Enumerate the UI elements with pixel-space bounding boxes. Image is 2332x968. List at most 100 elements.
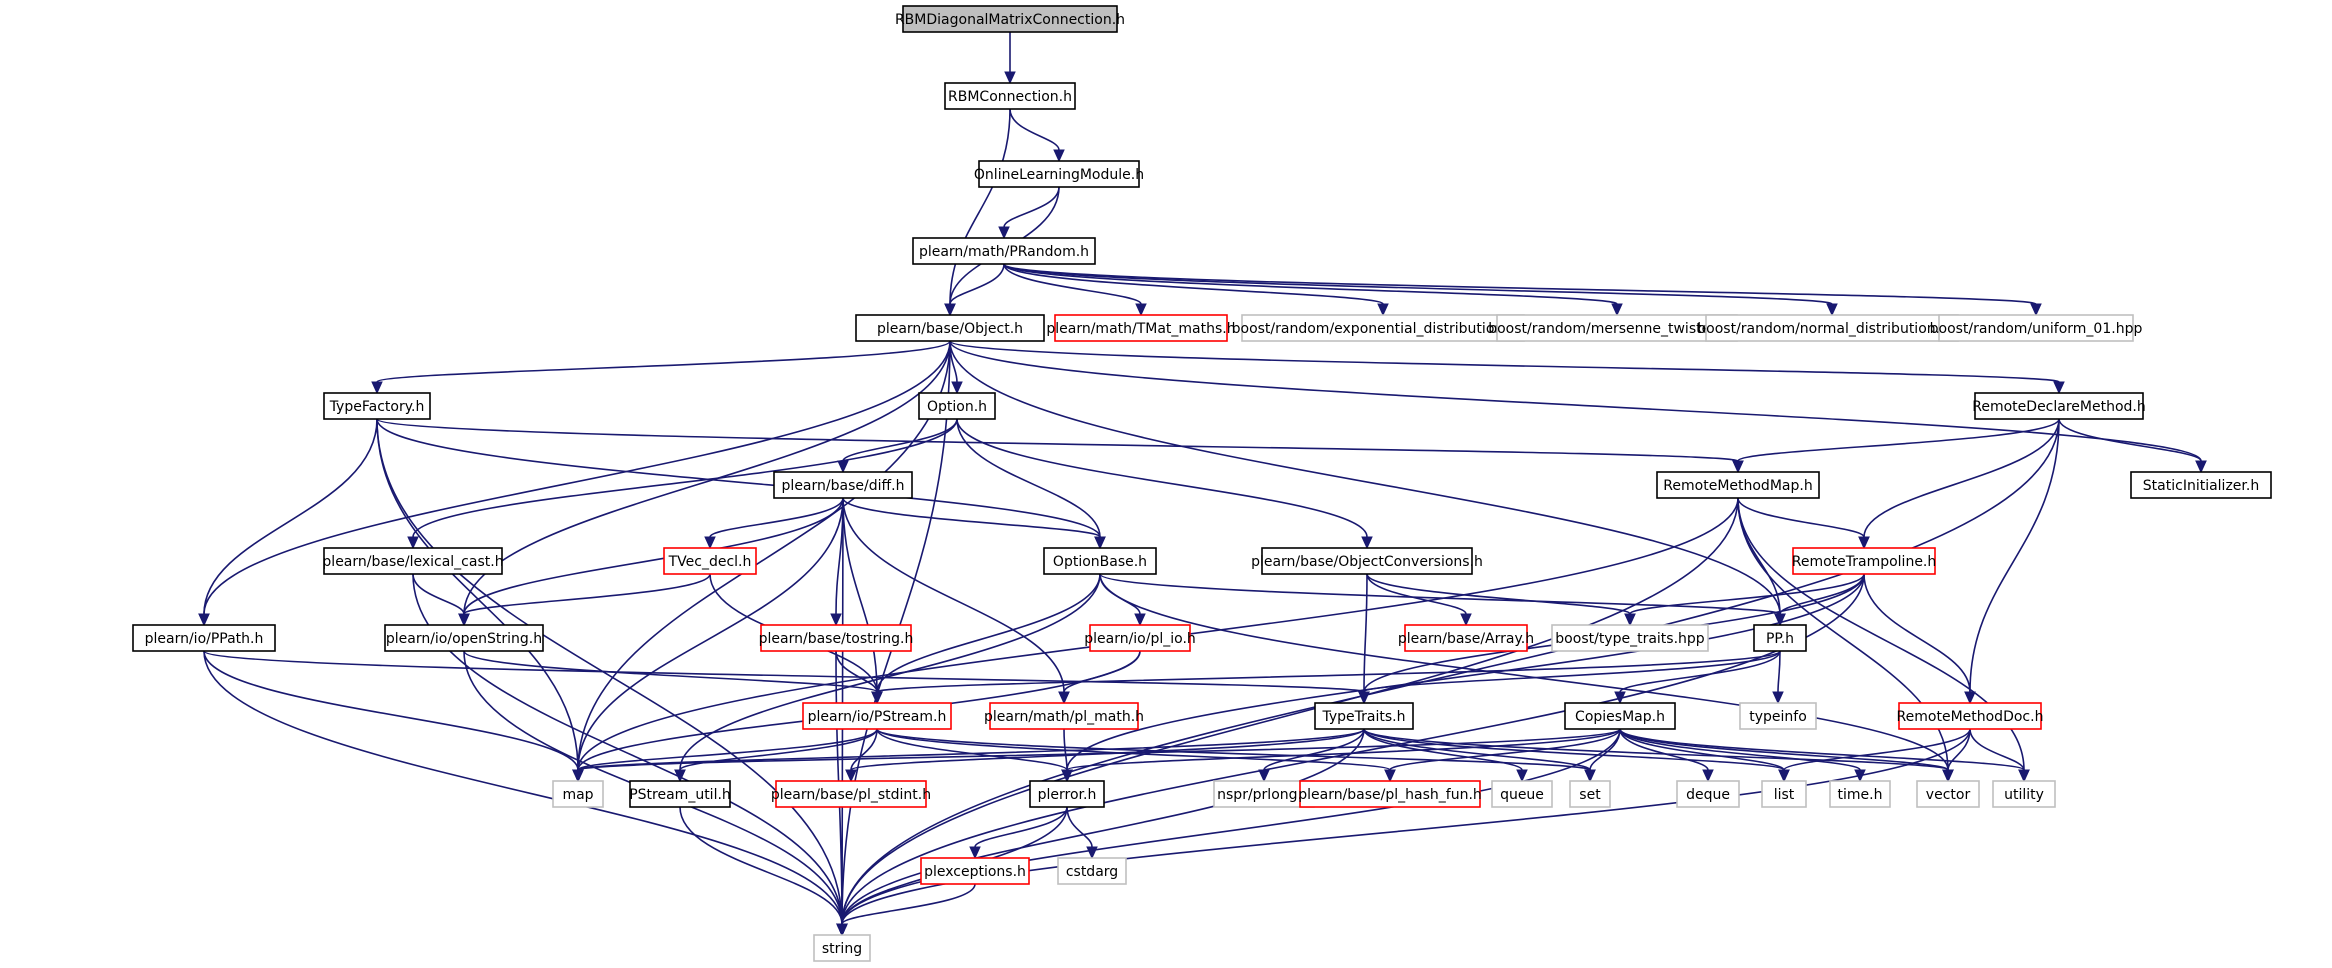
node-plmath[interactable]: plearn/math/pl_math.h bbox=[984, 702, 1144, 730]
node-uniform[interactable]: boost/random/uniform_01.hpp bbox=[1930, 314, 2143, 342]
node-box bbox=[1739, 702, 1817, 730]
node-lexical[interactable]: plearn/base/lexical_cast.h bbox=[322, 547, 504, 575]
node-static[interactable]: StaticInitializer.h bbox=[2130, 471, 2272, 499]
node-remotedoc[interactable]: RemoteMethodDoc.h bbox=[1897, 702, 2044, 730]
node-label: plerror.h bbox=[1038, 787, 1097, 803]
node-label: boost/random/uniform_01.hpp bbox=[1930, 321, 2143, 337]
node-typetraitshpp[interactable]: boost/type_traits.hpp bbox=[1551, 624, 1709, 652]
edge-typetraits-to-prlong bbox=[1258, 728, 1365, 783]
node-vector[interactable]: vector bbox=[1916, 780, 1980, 808]
node-remotedecl[interactable]: RemoteDeclareMethod.h bbox=[1972, 392, 2146, 420]
edge-rbmconn-to-online bbox=[1009, 108, 1065, 163]
node-pstreamutil[interactable]: PStream_util.h bbox=[629, 780, 731, 808]
edge-prandom-to-mersenne bbox=[1003, 263, 1623, 317]
node-label: TypeFactory.h bbox=[329, 399, 425, 415]
edge-tvec-to-openstring bbox=[458, 573, 711, 627]
node-option[interactable]: Option.h bbox=[918, 392, 996, 420]
node-label: plearn/base/Array.h bbox=[1398, 631, 1534, 647]
node-box bbox=[760, 624, 912, 652]
node-box bbox=[1569, 780, 1611, 808]
node-label: RemoteMethodDoc.h bbox=[1897, 709, 2044, 725]
node-label: typeinfo bbox=[1749, 709, 1807, 725]
node-normdist[interactable]: boost/random/normal_distribution.hpp bbox=[1697, 314, 1967, 342]
node-plerror[interactable]: plerror.h bbox=[1029, 780, 1105, 808]
node-array[interactable]: plearn/base/Array.h bbox=[1398, 624, 1534, 652]
edge-objconv-to-array bbox=[1366, 573, 1472, 627]
edge-prandom-to-expdist bbox=[1003, 263, 1389, 317]
node-prandom[interactable]: plearn/math/PRandom.h bbox=[912, 237, 1096, 265]
node-stdint[interactable]: plearn/base/pl_stdint.h bbox=[771, 780, 931, 808]
edge-diff-to-pstream bbox=[842, 497, 883, 705]
node-ppath[interactable]: plearn/io/PPath.h bbox=[132, 624, 276, 652]
node-object[interactable]: plearn/base/Object.h bbox=[855, 314, 1045, 342]
node-online[interactable]: OnlineLearningModule.h bbox=[974, 160, 1144, 188]
node-deque[interactable]: deque bbox=[1676, 780, 1740, 808]
node-queue[interactable]: queue bbox=[1491, 780, 1553, 808]
node-box bbox=[1029, 780, 1105, 808]
node-hashfun[interactable]: plearn/base/pl_hash_fun.h bbox=[1298, 780, 1482, 808]
node-typefactory[interactable]: TypeFactory.h bbox=[323, 392, 431, 420]
node-objconv[interactable]: plearn/base/ObjectConversions.h bbox=[1251, 547, 1483, 575]
node-box bbox=[1898, 702, 2042, 730]
node-typeinfo[interactable]: typeinfo bbox=[1739, 702, 1817, 730]
node-list[interactable]: list bbox=[1761, 780, 1807, 808]
node-box bbox=[1491, 780, 1553, 808]
node-typetraits[interactable]: TypeTraits.h bbox=[1314, 702, 1414, 730]
edge-diff-to-openstring bbox=[458, 497, 844, 627]
node-box bbox=[323, 392, 431, 420]
node-label: deque bbox=[1686, 787, 1730, 803]
edge-copiesmap-to-map bbox=[572, 728, 1621, 783]
node-cstdarg[interactable]: cstdarg bbox=[1057, 857, 1127, 885]
node-pstream[interactable]: plearn/io/PStream.h bbox=[802, 702, 952, 730]
node-label: TypeTraits.h bbox=[1322, 709, 1406, 725]
node-tostring[interactable]: plearn/base/tostring.h bbox=[759, 624, 914, 652]
node-box bbox=[1213, 780, 1315, 808]
node-plio[interactable]: plearn/io/pl_io.h bbox=[1084, 624, 1196, 652]
node-label: StaticInitializer.h bbox=[2143, 478, 2259, 494]
node-label: RBMConnection.h bbox=[948, 89, 1072, 105]
edge-copiesmap-to-time bbox=[1619, 728, 1866, 783]
node-time[interactable]: time.h bbox=[1829, 780, 1891, 808]
node-tvec[interactable]: TVec_decl.h bbox=[663, 547, 757, 575]
node-plexceptions[interactable]: plexceptions.h bbox=[920, 857, 1030, 885]
node-openstring[interactable]: plearn/io/openString.h bbox=[384, 624, 544, 652]
node-set[interactable]: set bbox=[1569, 780, 1611, 808]
node-box bbox=[813, 934, 871, 962]
node-label: Option.h bbox=[927, 399, 987, 415]
node-rbmconn[interactable]: RBMConnection.h bbox=[944, 82, 1076, 110]
node-box bbox=[773, 471, 913, 499]
node-remotemap[interactable]: RemoteMethodMap.h bbox=[1656, 471, 1820, 499]
node-diff[interactable]: plearn/base/diff.h bbox=[773, 471, 913, 499]
node-box bbox=[1992, 780, 2056, 808]
edge-object-to-remotedecl bbox=[949, 340, 2065, 395]
node-utility[interactable]: utility bbox=[1992, 780, 2056, 808]
node-optionbase[interactable]: OptionBase.h bbox=[1043, 547, 1157, 575]
edge-ppath-to-string bbox=[203, 650, 848, 937]
node-prlong[interactable]: nspr/prlong.h bbox=[1213, 780, 1315, 808]
node-trampoline[interactable]: RemoteTrampoline.h bbox=[1792, 547, 1937, 575]
edge-rbmdiag-to-rbmconn bbox=[1004, 32, 1016, 85]
node-expdist[interactable]: boost/random/exponential_distribution.hp… bbox=[1232, 314, 1535, 342]
node-label: plearn/base/Object.h bbox=[877, 321, 1023, 337]
node-box bbox=[918, 392, 996, 420]
node-box bbox=[978, 160, 1140, 188]
node-pp[interactable]: PP.h bbox=[1753, 624, 1807, 652]
edge-objconv-to-typetraits bbox=[1358, 573, 1370, 705]
edge-option-to-diff bbox=[837, 418, 958, 474]
node-label: CopiesMap.h bbox=[1575, 709, 1665, 725]
node-string[interactable]: string bbox=[813, 934, 871, 962]
node-label: plearn/io/PStream.h bbox=[808, 709, 947, 725]
node-map[interactable]: map bbox=[552, 780, 604, 808]
node-label: map bbox=[562, 787, 593, 803]
edge-copiesmap-to-plerror bbox=[1061, 728, 1621, 783]
node-box bbox=[663, 547, 757, 575]
node-tmat[interactable]: plearn/math/TMat_maths.h bbox=[1046, 314, 1236, 342]
edge-copiesmap-to-deque bbox=[1619, 728, 1714, 783]
edge-plerror-to-cstdarg bbox=[1066, 806, 1098, 860]
node-box bbox=[1057, 857, 1127, 885]
node-rbmdiag[interactable]: RBMDiagonalMatrixConnection.h bbox=[895, 5, 1125, 33]
edge-optionbase-to-pp bbox=[1099, 573, 1786, 627]
node-box bbox=[1938, 314, 2134, 342]
node-copiesmap[interactable]: CopiesMap.h bbox=[1564, 702, 1676, 730]
node-label: RBMDiagonalMatrixConnection.h bbox=[895, 12, 1125, 28]
